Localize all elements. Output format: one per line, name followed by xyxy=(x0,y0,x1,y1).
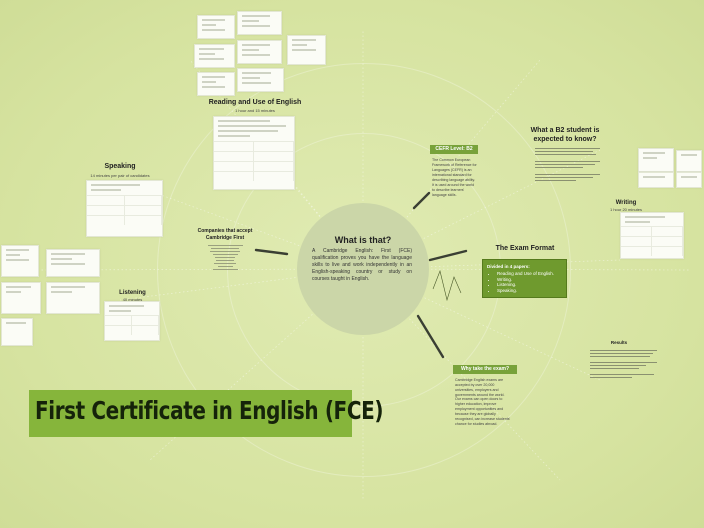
reading-doc-thumb[interactable] xyxy=(237,40,282,64)
reading-doc-thumb[interactable] xyxy=(197,15,235,39)
speaking-doc-thumb[interactable] xyxy=(1,245,39,277)
companies-title-2: Cambridge First xyxy=(205,235,245,241)
speaking-subtitle: 14 minutes per pair of candidates xyxy=(90,173,150,178)
writing-title: Writing xyxy=(615,200,637,206)
b2-title-2: expected to know? xyxy=(533,136,597,143)
why-heading: Why take the exam? xyxy=(453,365,517,374)
speaking-doc-thumb[interactable] xyxy=(46,282,100,314)
exam-format-divided: Divided in 4 papers: xyxy=(487,264,530,269)
writing-doc-thumb[interactable] xyxy=(638,172,674,188)
reading-doc-thumb[interactable] xyxy=(237,11,282,35)
cefr-heading: CEFR Level: B2 xyxy=(430,145,478,154)
b2-list xyxy=(535,146,603,183)
listening-paper-card[interactable] xyxy=(104,301,160,341)
listening-title: Listening xyxy=(119,290,146,296)
exam-format-item: Writing. xyxy=(497,277,566,283)
cefr-text-1: The Common European Framework of Referen… xyxy=(432,158,477,182)
reading-doc-thumb[interactable] xyxy=(194,44,235,68)
exam-format-item: Reading and Use of English. xyxy=(497,271,566,277)
speaking-title: Speaking xyxy=(104,163,136,170)
title-banner-text: First Certificate in English (FCE) xyxy=(35,396,384,425)
writing-doc-thumb[interactable] xyxy=(676,172,702,188)
title-banner[interactable]: First Certificate in English (FCE) xyxy=(29,390,384,437)
speaking-paper-card[interactable] xyxy=(86,180,163,237)
writing-doc-thumb[interactable] xyxy=(638,148,674,172)
why-text-2: Our exams can open doors to higher educa… xyxy=(455,397,511,426)
exam-format-item: Listening. xyxy=(497,282,566,288)
speaking-doc-thumb[interactable] xyxy=(46,249,100,277)
exam-format-box[interactable]: Divided in 4 papers: Reading and Use of … xyxy=(482,259,567,298)
companies-title-1: Companies that accept xyxy=(197,228,253,234)
speaking-doc-thumb[interactable] xyxy=(1,282,41,314)
speaking-doc-thumb[interactable] xyxy=(1,318,33,346)
writing-doc-thumb[interactable] xyxy=(676,150,702,172)
results-title: Results xyxy=(610,340,628,345)
reading-doc-thumb[interactable] xyxy=(197,72,235,96)
writing-subtitle: 1 hour 20 minutes xyxy=(609,207,643,212)
center-description: A Cambridge English: First (FCE) qualifi… xyxy=(312,248,412,282)
exam-format-list: Reading and Use of English. Writing. Lis… xyxy=(483,271,566,293)
cefr-text-2: It is used around the world to describe … xyxy=(432,183,475,197)
reading-subtitle: 1 hour and 15 minutes xyxy=(235,108,275,113)
center-title: What is that? xyxy=(334,235,392,245)
reading-doc-thumb[interactable] xyxy=(237,68,284,92)
decor-ring xyxy=(157,63,571,477)
center-topic-circle[interactable] xyxy=(297,203,429,335)
companies-list xyxy=(200,243,250,272)
why-text-1: Cambridge English exams are accepted by … xyxy=(455,378,505,397)
exam-format-title: The Exam Format xyxy=(495,245,555,252)
results-text xyxy=(590,348,660,380)
exam-format-item: Speaking. xyxy=(497,288,566,294)
reading-doc-thumb[interactable] xyxy=(287,35,326,65)
reading-paper-card[interactable] xyxy=(213,116,295,190)
reading-title: Reading and Use of English xyxy=(208,99,302,106)
listening-subtitle: 40 minutes xyxy=(122,297,143,302)
b2-title-1: What a B2 student is xyxy=(530,127,600,134)
writing-paper-card[interactable] xyxy=(620,212,684,259)
